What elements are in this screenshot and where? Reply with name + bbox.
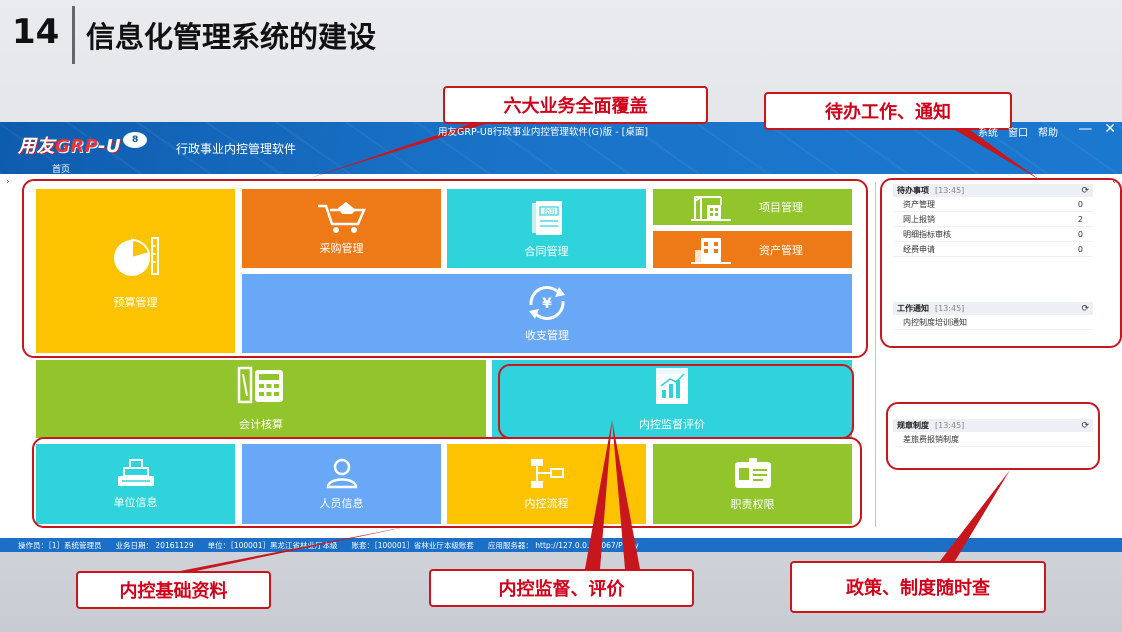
menu-item-system[interactable]: 系统 <box>978 128 998 139</box>
contract-document-icon: 合同 <box>531 200 562 235</box>
callout-basic-data: 内控基础资料 <box>76 571 271 609</box>
close-button[interactable]: ✕ <box>1104 122 1116 137</box>
tile-purchase[interactable]: 采购管理 <box>242 189 441 268</box>
tile-project[interactable]: 项目管理 <box>653 189 852 225</box>
rules-item[interactable]: 差旅费报销制度 <box>893 432 1093 447</box>
svg-text:合同: 合同 <box>542 207 554 215</box>
status-server: 应用服务器： http://127.0.0.1:8067/Proxy <box>487 540 639 550</box>
tile-label: 内控监督评价 <box>639 418 705 431</box>
status-bar: 操作员：［1］系统管理员 业务日期： 20161129 单位：［100001］黑… <box>0 538 1122 552</box>
callout-six-business: 六大业务全面覆盖 <box>443 86 708 124</box>
notice-panel-header: 工作通知[13:45] ⟳ <box>893 302 1093 315</box>
construction-crane-icon <box>691 196 731 221</box>
shopping-cart-icon <box>317 201 366 233</box>
tile-label: 项目管理 <box>759 201 803 214</box>
expand-left-icon[interactable]: › <box>6 177 10 187</box>
todo-panel-header: 待办事项[13:45] ⟳ <box>893 184 1093 197</box>
tile-income-expense[interactable]: ¥ 收支管理 <box>242 274 852 353</box>
tile-unit-info[interactable]: 单位信息 <box>36 444 235 524</box>
tile-label: 收支管理 <box>525 328 569 342</box>
tile-staff-info[interactable]: 人员信息 <box>242 444 441 524</box>
callout-policy: 政策、制度随时查 <box>790 561 1046 613</box>
calculator-icon <box>237 366 283 404</box>
rules-panel-header: 规章制度[13:45] ⟳ <box>893 419 1093 432</box>
flowchart-icon <box>530 459 564 488</box>
notice-item[interactable]: 内控制度培训通知 <box>893 315 1093 330</box>
tile-label: 职责权限 <box>730 498 775 511</box>
collapse-right-icon[interactable]: ‹ <box>1112 177 1116 187</box>
tile-budget[interactable]: 预算管理 <box>36 189 235 353</box>
person-icon <box>326 458 357 489</box>
callout-todo-notice: 待办工作、通知 <box>764 92 1012 130</box>
tile-process[interactable]: 内控流程 <box>447 444 646 524</box>
status-account: 账套：［100001］省林业厅本级账套 <box>351 540 474 550</box>
top-menu: 系统 窗口 帮助 <box>978 124 1058 139</box>
slide-number: 14 <box>12 12 60 52</box>
pie-chart-icon <box>113 237 159 276</box>
tile-label: 预算管理 <box>113 296 158 309</box>
report-chart-icon <box>656 368 688 404</box>
tile-label: 单位信息 <box>113 496 158 509</box>
yuan-exchange-icon: ¥ <box>529 285 565 320</box>
menu-item-window[interactable]: 窗口 <box>1008 128 1028 139</box>
refresh-icon[interactable]: ⟳ <box>1081 303 1089 314</box>
callout-supervision: 内控监督、评价 <box>429 569 694 607</box>
tile-label: 资产管理 <box>759 243 803 257</box>
slide-title: 信息化管理系统的建设 <box>86 20 377 54</box>
status-biz-date: 业务日期： 20161129 <box>115 540 194 550</box>
window-title: 用友GRP-U8行政事业内控管理软件(G)版 - [桌面] <box>438 127 649 138</box>
refresh-icon[interactable]: ⟳ <box>1081 420 1089 431</box>
status-unit: 单位：［100001］黑龙江省林业厅本级 <box>207 540 338 550</box>
tile-label: 内控流程 <box>524 497 569 510</box>
tile-contract[interactable]: 合同 合同管理 <box>447 189 646 268</box>
tile-asset[interactable]: 资产管理 <box>653 231 852 268</box>
panel-divider <box>875 182 876 527</box>
title-divider <box>72 6 75 64</box>
organization-icon <box>117 459 154 486</box>
tile-label: 人员信息 <box>319 497 364 510</box>
tile-label: 合同管理 <box>524 244 569 258</box>
tab-home[interactable]: 首页 <box>52 165 71 174</box>
minimize-button[interactable]: — <box>1078 122 1093 137</box>
notice-panel: 工作通知[13:45] ⟳ 内控制度培训通知 <box>893 302 1093 330</box>
status-operator: 操作员：［1］系统管理员 <box>18 540 102 550</box>
tile-label: 采购管理 <box>319 241 364 255</box>
refresh-icon[interactable]: ⟳ <box>1081 185 1089 196</box>
building-icon <box>691 237 731 264</box>
rules-panel: 规章制度[13:45] ⟳ 差旅费报销制度 <box>893 419 1093 447</box>
svg-text:¥: ¥ <box>542 296 552 312</box>
tile-supervision[interactable]: 内控监督评价 <box>492 360 852 438</box>
tile-label: 会计核算 <box>239 418 283 431</box>
tile-accounting[interactable]: 会计核算 <box>36 360 486 438</box>
id-card-icon <box>734 458 771 488</box>
tile-duty[interactable]: 职责权限 <box>653 444 852 524</box>
window-controls: — ✕ <box>1078 122 1116 136</box>
app-name: 行政事业内控管理软件 <box>176 142 297 156</box>
menu-item-help[interactable]: 帮助 <box>1038 128 1058 139</box>
